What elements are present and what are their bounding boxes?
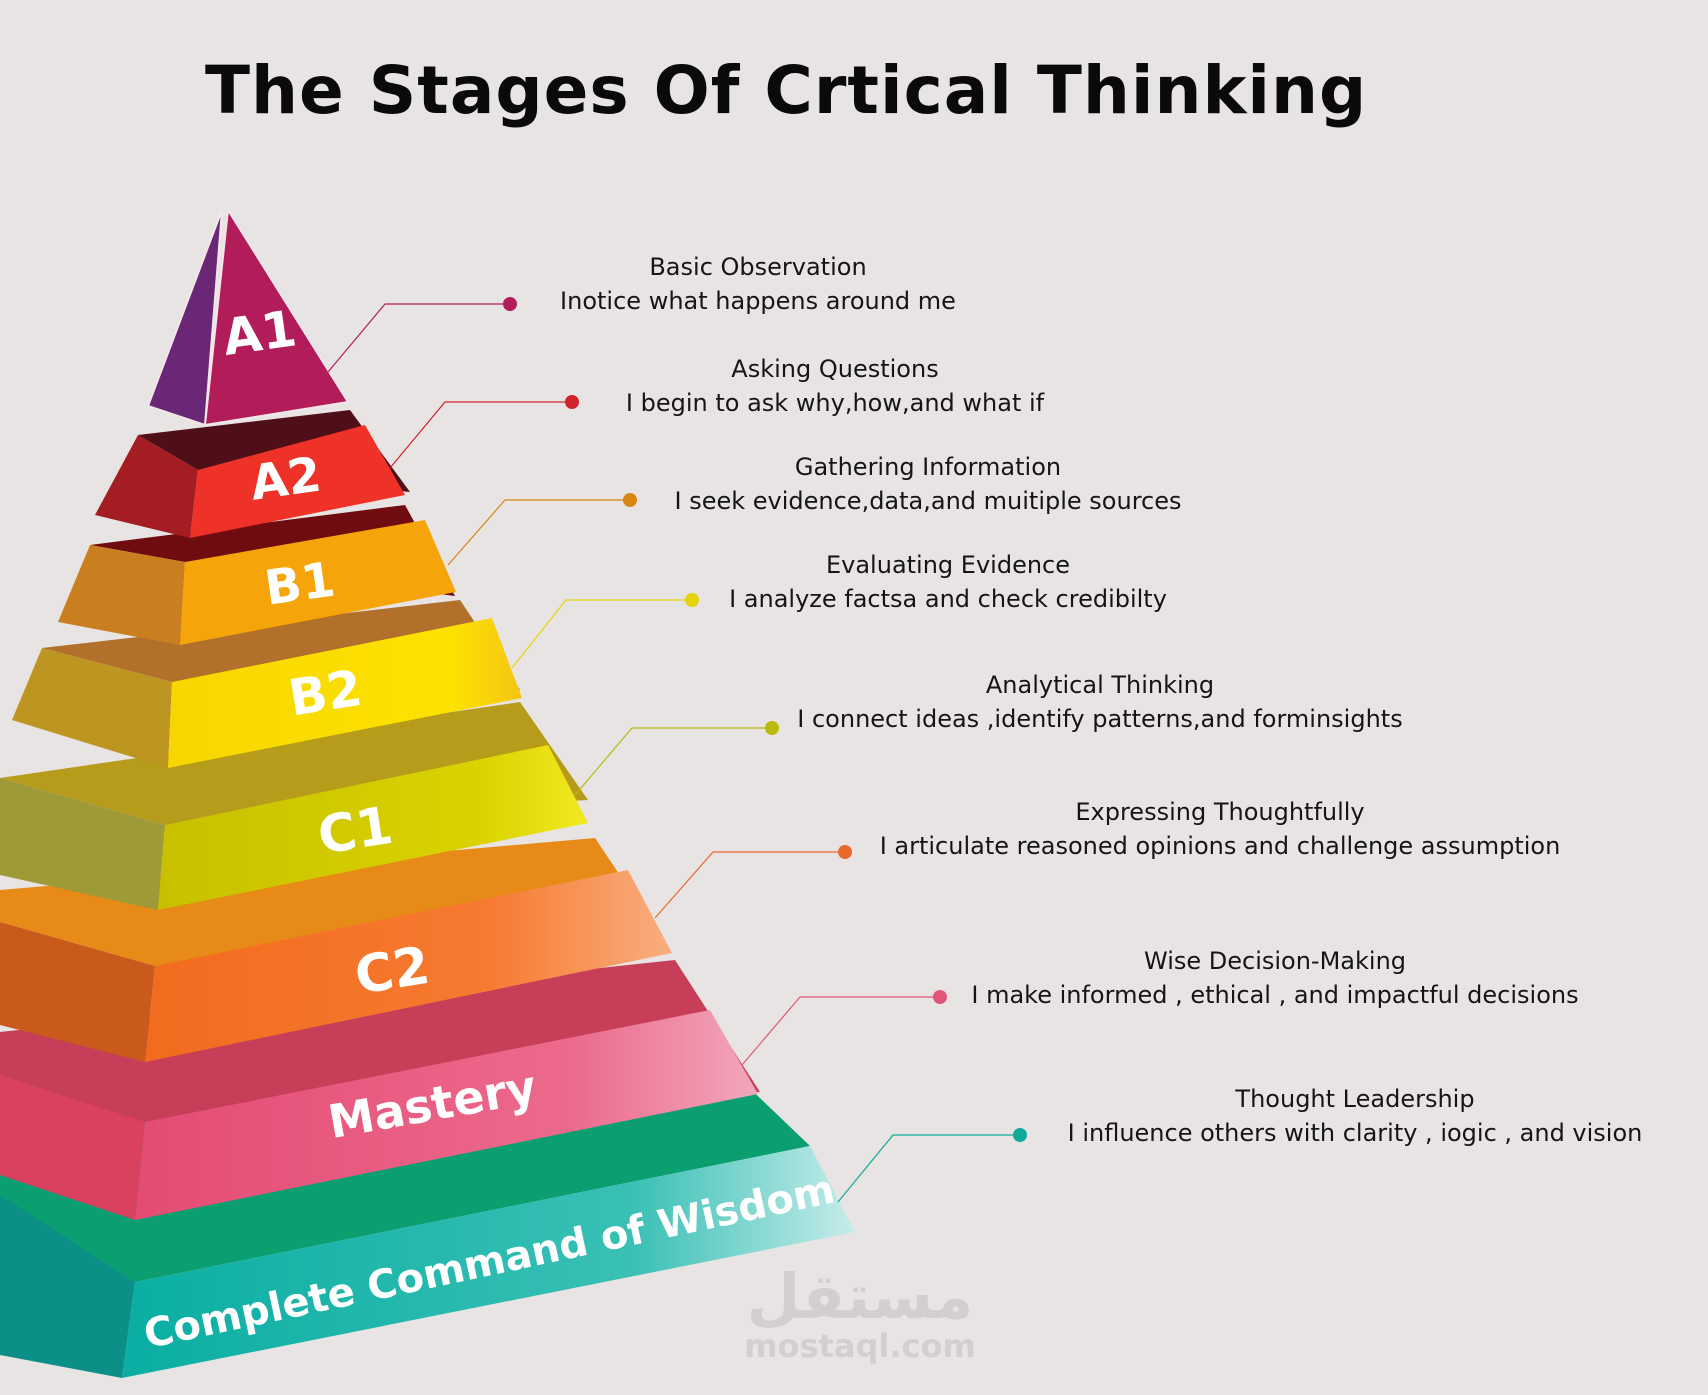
pyramid-level-c2: [0, 838, 672, 1062]
connector-c2: [654, 851, 845, 919]
level-label-a1: A1: [219, 299, 300, 367]
stage-description: Inotice what happens around me: [560, 287, 956, 315]
stage-title: Wise Decision-Making: [1143, 947, 1407, 975]
level-label-c1: C1: [314, 796, 397, 867]
stage-title: Gathering Information: [794, 453, 1062, 481]
stage-evaluating-evidence: Evaluating Evidence I analyze factsa and…: [718, 548, 1178, 616]
stage-title: Analytical Thinking: [985, 671, 1215, 699]
level-label-b2: B2: [285, 659, 366, 728]
watermark-arabic: مستقل: [746, 1260, 974, 1333]
connector-dot-c2: [838, 845, 852, 859]
level-label-c2: C2: [351, 936, 434, 1007]
connector-dot-wisdom: [1013, 1128, 1027, 1142]
stage-title: Asking Questions: [731, 355, 939, 383]
pyramid-level-a1: [146, 207, 350, 427]
connector-b1: [447, 499, 630, 566]
connector-mastery: [741, 996, 940, 1066]
stage-gathering-information: Gathering Information I seek evidence,da…: [668, 450, 1188, 518]
stage-title: Basic Observation: [649, 253, 867, 281]
stage-wise-decision-making: Wise Decision-Making I make informed , e…: [960, 944, 1590, 1012]
connector-a2: [389, 401, 572, 469]
stage-description: I articulate reasoned opinions and chall…: [879, 832, 1561, 860]
pyramid-level-mastery: [0, 960, 760, 1220]
page-title: The Stages Of Crtical Thinking: [205, 52, 1368, 129]
stage-title: Evaluating Evidence: [825, 551, 1071, 579]
stage-description: I seek evidence,data,and muitiple source…: [674, 487, 1182, 515]
stage-expressing-thoughtfully: Expressing Thoughtfully I articulate rea…: [870, 795, 1570, 863]
connector-dot-a2: [565, 395, 579, 409]
connector-c1: [574, 727, 772, 796]
stage-description: I influence others with clarity , iogic …: [1067, 1119, 1643, 1147]
connector-wisdom: [837, 1134, 1020, 1203]
pyramid-level-a2: [95, 410, 410, 538]
watermark-logo: مستقل mostaql.com: [740, 1260, 980, 1365]
stage-title: Thought Leadership: [1235, 1085, 1475, 1113]
pyramid-level-b1: [58, 505, 456, 645]
connector-dot-mastery: [933, 990, 947, 1004]
pyramid-level-b2: [12, 600, 522, 768]
connector-b2: [511, 599, 692, 669]
stage-description: I analyze factsa and check credibilty: [729, 585, 1167, 613]
connector-dot-b1: [623, 493, 637, 507]
watermark-latin: mostaql.com: [744, 1327, 976, 1365]
stage-asking-questions: Asking Questions I begin to ask why,how,…: [615, 352, 1055, 420]
stage-basic-observation: Basic Observation Inotice what happens a…: [558, 250, 958, 318]
stage-analytical-thinking: Analytical Thinking I connect ideas ,ide…: [790, 668, 1410, 736]
stage-description: I make informed , ethical , and impactfu…: [971, 981, 1579, 1009]
pyramid-level-c1: [0, 702, 588, 910]
connector-dot-c1: [765, 721, 779, 735]
connector-a1: [327, 303, 510, 373]
stage-title: Expressing Thoughtfully: [1075, 798, 1365, 826]
level-label-b1: B1: [261, 552, 338, 617]
stage-description: I connect ideas ,identify patterns,and f…: [797, 705, 1403, 733]
connector-dot-b2: [685, 593, 699, 607]
level-label-a2: A2: [247, 447, 325, 512]
stage-thought-leadership: Thought Leadership I influence others wi…: [1055, 1082, 1655, 1150]
stage-description: I begin to ask why,how,and what if: [625, 389, 1045, 417]
connector-dot-a1: [503, 297, 517, 311]
